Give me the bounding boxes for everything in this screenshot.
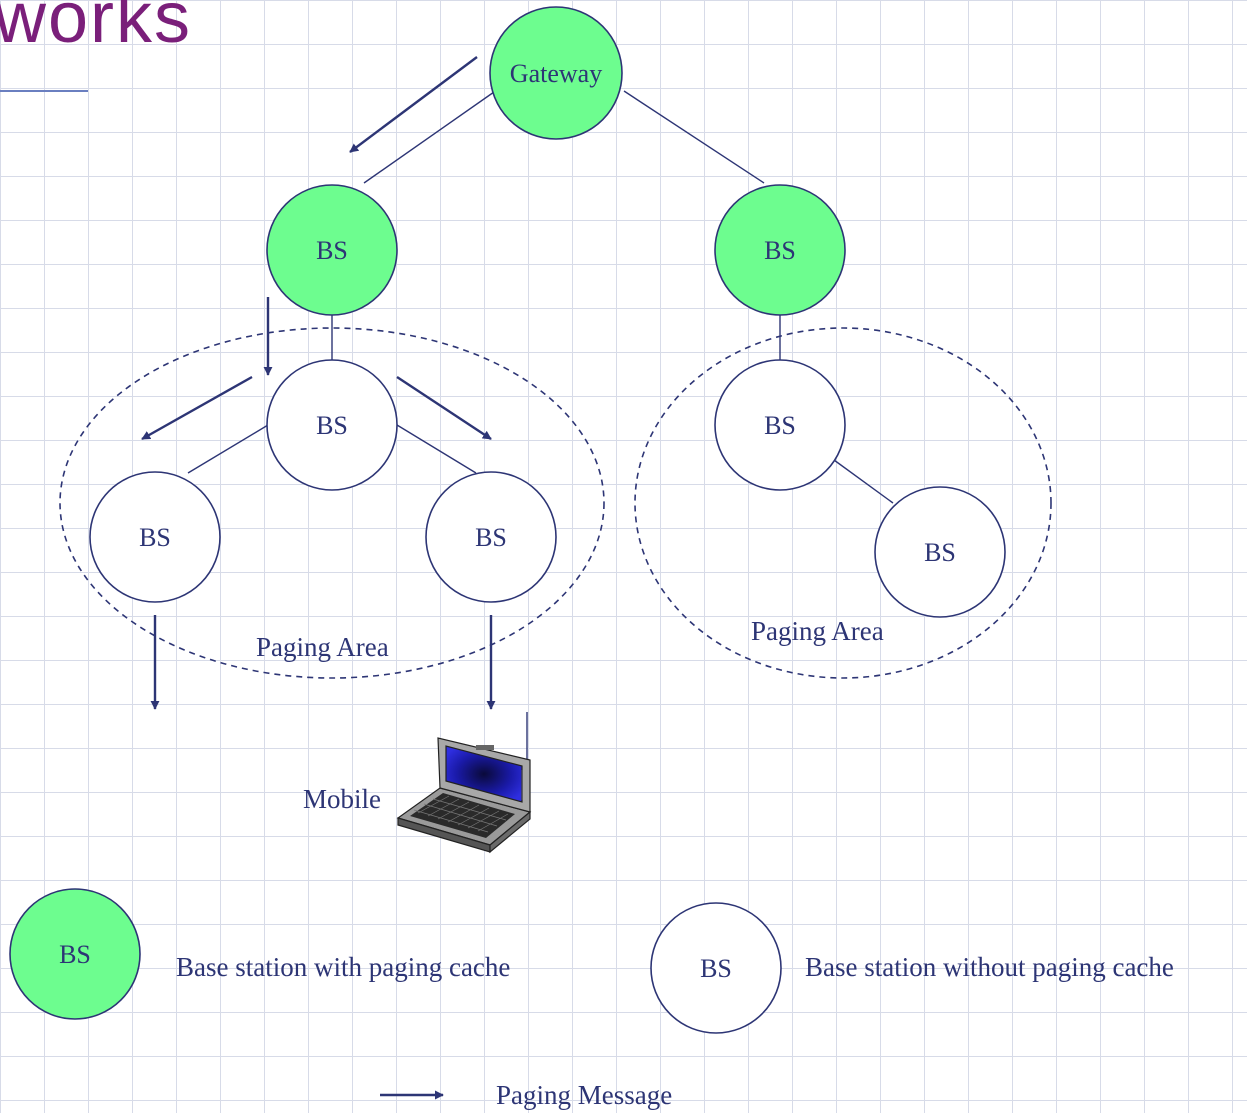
paging-arrow: [141, 375, 253, 441]
bs-label: BS: [475, 523, 507, 552]
link-mid-bs-b: [396, 424, 477, 474]
legend-plain-node-label: BS: [700, 954, 732, 983]
bs-label: BS: [924, 538, 956, 567]
bs-node-cached-right: [714, 184, 846, 316]
paging-area-left-label: Paging Area: [256, 632, 389, 662]
link-gateway-bs-right: [623, 90, 765, 184]
link-right-mid-child: [833, 459, 894, 504]
bs-label: BS: [316, 236, 348, 265]
bs-node-left-b: [425, 471, 557, 603]
link-mid-bs-a: [187, 424, 269, 474]
bs-node-cached-left: [266, 184, 398, 316]
legend-plain-node: [650, 902, 782, 1034]
bs-label: BS: [316, 411, 348, 440]
bs-node-right-mid: [714, 359, 846, 491]
paging-area-right-boundary: [634, 327, 1052, 679]
legend-cache-node-label: BS: [59, 940, 91, 969]
legend-cache-text: Base station with paging cache: [176, 952, 510, 982]
page-title: works: [0, 0, 193, 58]
legend-plain-text: Base station without paging cache: [805, 952, 1174, 982]
bs-node-left-a: [89, 471, 221, 603]
mobile-label: Mobile: [303, 784, 381, 814]
paging-area-right-label: Paging Area: [751, 616, 884, 646]
paging-arrow: [396, 375, 492, 441]
bs-node-left-mid: [266, 359, 398, 491]
bs-label: BS: [764, 236, 796, 265]
bs-node-right-child: [874, 486, 1006, 618]
legend-arrow-text: Paging Message: [496, 1080, 672, 1110]
gateway-label: Gateway: [510, 59, 602, 88]
bs-label: BS: [764, 411, 796, 440]
paging-arrow: [349, 56, 478, 153]
gateway-node: [489, 6, 623, 140]
title-underline: [0, 90, 88, 92]
paging-area-left-boundary: [59, 327, 605, 679]
laptop-icon: [396, 737, 532, 854]
link-gateway-bs-left: [363, 91, 495, 184]
legend-cache-node: [9, 888, 141, 1020]
bs-label: BS: [139, 523, 171, 552]
